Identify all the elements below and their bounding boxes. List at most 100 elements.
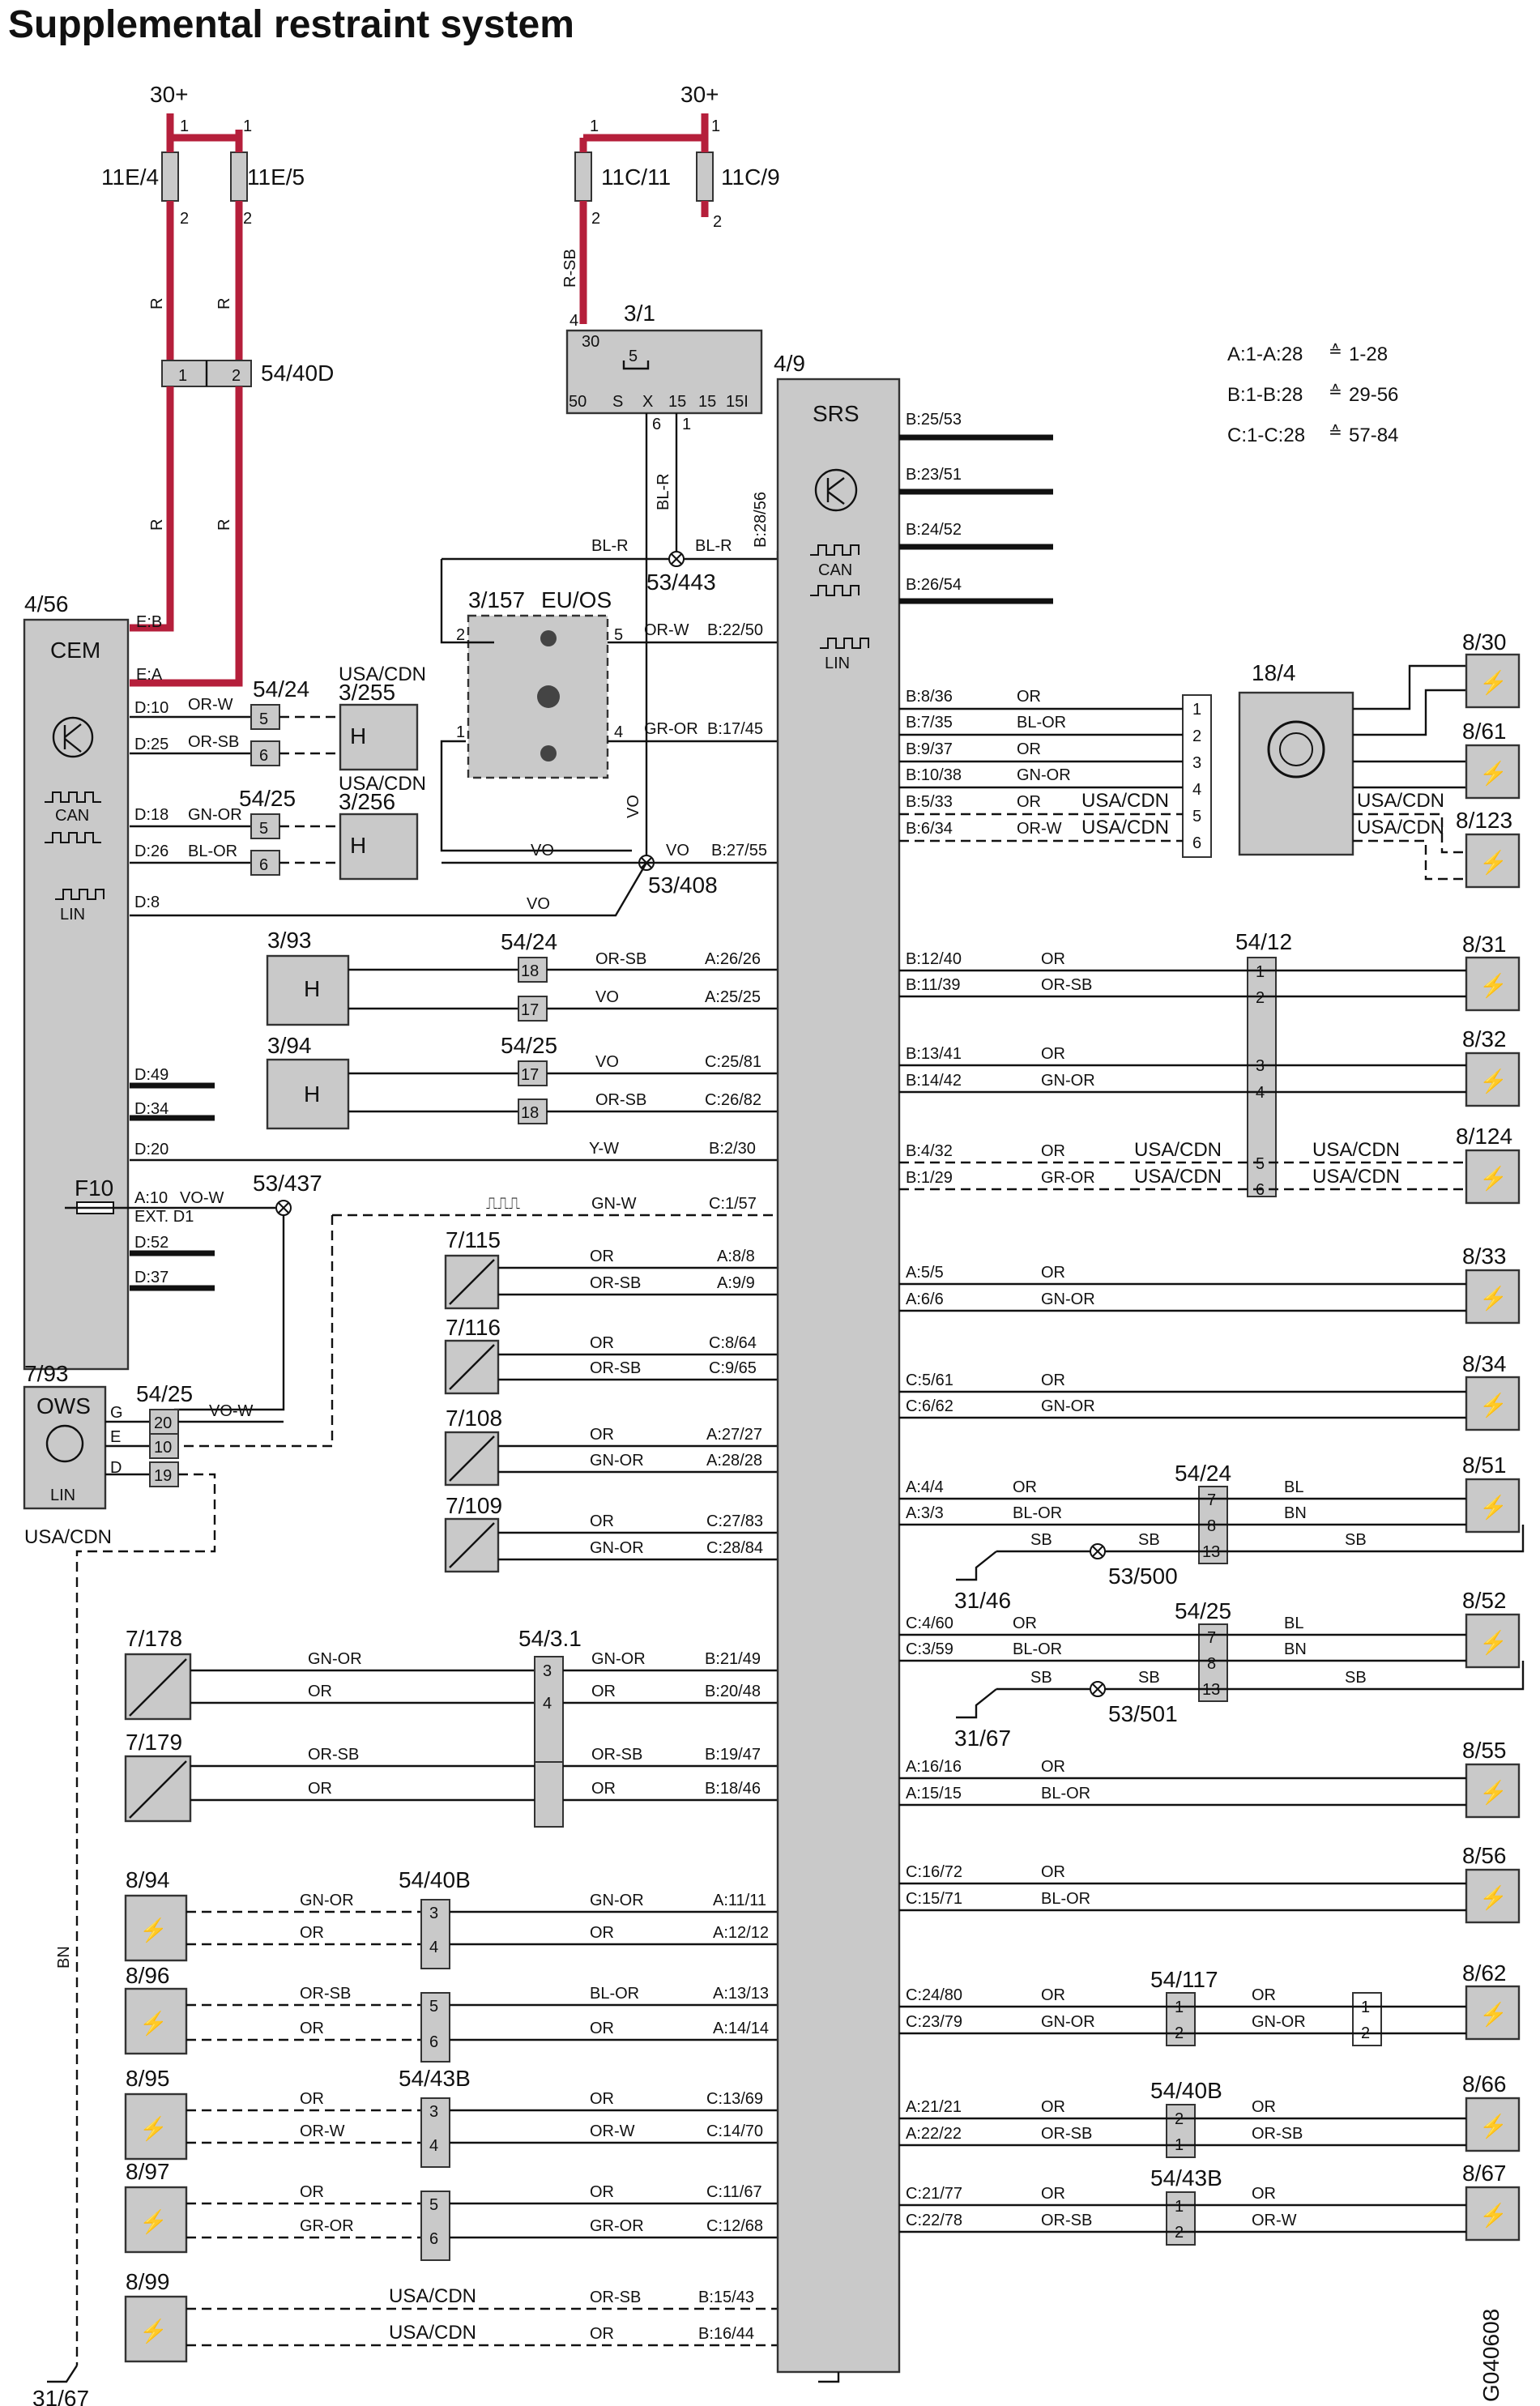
pin-label: B:18/46 (705, 1780, 761, 1798)
wire-color: Y-W (589, 1140, 619, 1158)
svg-text:6: 6 (259, 856, 268, 874)
connector-label: 54/25 (239, 786, 296, 811)
wire-color: OR (300, 1924, 324, 1942)
splice-label: 53/408 (648, 872, 718, 898)
ground-label: 31/67 (954, 1726, 1011, 1751)
pin-label: 50 (569, 393, 587, 411)
wire-color: VO (531, 842, 554, 860)
svg-text:≙: ≙ (1329, 343, 1342, 360)
wire-color: VO-W (180, 1189, 224, 1207)
svg-text:5: 5 (1256, 1155, 1265, 1173)
module-name: CEM (50, 638, 100, 663)
pin-label: 30 (582, 333, 599, 351)
device-id: 7/109 (446, 1493, 502, 1518)
device-id: 7/178 (126, 1626, 182, 1651)
connector-label: 54/40B (1150, 2078, 1222, 2103)
svg-text:5: 5 (1192, 808, 1201, 825)
svg-text:1: 1 (1175, 2198, 1184, 2216)
connector-label: 54/24 (253, 676, 309, 702)
pin-label: A:11/11 (713, 1892, 766, 1909)
device-8-33: 8/33⚡ (1462, 1244, 1521, 1325)
legend-range: 1-28 (1349, 343, 1388, 365)
wire-color: GN-OR (591, 1650, 646, 1668)
wire-color: OR-W (1252, 2212, 1297, 2229)
device-8-62: 8/62⚡ (1462, 1960, 1521, 2041)
wire-color: BL-OR (590, 1985, 639, 2003)
wire-color: GN-OR (590, 1452, 644, 1470)
wire-color: GR-OR (300, 2217, 354, 2235)
connector-label: 54/25 (501, 1033, 557, 1058)
market-label: EU/OS (541, 587, 612, 612)
market-label: USA/CDN (389, 2322, 476, 2344)
wire-color: BL-OR (1041, 1890, 1090, 1908)
wire-color: BL (1284, 1615, 1303, 1632)
device-id: 3/256 (339, 789, 395, 814)
figure-id: G040608 (1478, 2309, 1504, 2402)
wire-color: OR (591, 1683, 616, 1700)
module-id: 7/93 (24, 1361, 69, 1386)
wire-color: OR-SB (1041, 2125, 1092, 2143)
group-8-66: 54/40B 21 A:21/21 A:22/22 OR OR-SB OR OR… (899, 2078, 1466, 2158)
legend-label: B:1-B:28 (1227, 384, 1303, 406)
svg-text:5: 5 (614, 626, 623, 644)
pin-label: 1 (178, 367, 187, 385)
wire-color: SB (1030, 1669, 1052, 1687)
ohm-marker: H (350, 833, 366, 858)
wire-color: OR-SB (1041, 976, 1092, 994)
pin-label: B:14/42 (906, 1072, 962, 1090)
pin-label: 4 (570, 312, 578, 330)
left-airbags: 8/94 ⚡ GN-OR OR 34 54/40B GN-OR OR A:11/… (124, 1867, 778, 2363)
svg-text:⚡: ⚡ (1479, 760, 1508, 787)
device-id: 8/94 (126, 1867, 170, 1892)
device-8-67: 8/67⚡ (1462, 2161, 1521, 2242)
wire-color: OR-SB (590, 2289, 641, 2306)
ground-label: 31/46 (954, 1588, 1011, 1613)
power-supply-left: 30+ 11E/4 11E/5 1 1 2 2 R R 1 2 54/40D R… (101, 82, 334, 687)
pin-label: B:6/34 (906, 820, 953, 838)
svg-text:6: 6 (429, 2230, 438, 2248)
svg-text:20: 20 (154, 1414, 172, 1432)
module-name: SRS (813, 401, 860, 426)
occupant-sensor: 3/157 EU/OS 2 1 5 4 OR-W GR-OR B:22/50 B… (440, 587, 778, 852)
device-id: 7/179 (126, 1730, 182, 1755)
pin-label: G (110, 1404, 123, 1422)
wire-color: GN-OR (300, 1892, 354, 1909)
pin-label: B:23/51 (906, 466, 962, 484)
device-id: 8/66 (1462, 2071, 1507, 2097)
wire-color: GN-OR (1017, 766, 1071, 784)
module-id: 4/9 (774, 351, 805, 376)
wire-color: OR (590, 1512, 614, 1530)
pin-label: A:14/14 (713, 2020, 769, 2037)
wire-color: GN-OR (1041, 1072, 1095, 1090)
pin-label: B:11/39 (906, 976, 960, 994)
svg-text:⚡: ⚡ (1479, 1068, 1508, 1094)
pin-label: B:5/33 (906, 793, 953, 811)
module-id: 4/56 (24, 591, 69, 616)
wire-color: OR (1041, 950, 1065, 968)
device-id: 8/51 (1462, 1453, 1507, 1478)
device-8-51: 8/51⚡ (1462, 1453, 1521, 1534)
svg-text:⚡: ⚡ (139, 1917, 168, 1943)
wire-color: OR-SB (1041, 2212, 1092, 2229)
wire-color: OR (1041, 1863, 1065, 1881)
device-id: 8/67 (1462, 2161, 1507, 2186)
svg-text:8: 8 (1207, 1517, 1216, 1535)
wire-color: OR (590, 2183, 614, 2201)
market-label: USA/CDN (24, 1526, 112, 1548)
wire-color: OR (1252, 1986, 1276, 2004)
splice-label: 53/500 (1108, 1563, 1178, 1589)
device-id: 8/55 (1462, 1738, 1507, 1763)
wire-color: GN-OR (188, 806, 242, 824)
ext-label: EXT. D1 (134, 1208, 194, 1226)
device-id: 8/30 (1462, 629, 1507, 655)
wire-color: GN-OR (308, 1650, 362, 1668)
srs-box (776, 378, 901, 2374)
svg-text:18: 18 (521, 962, 539, 980)
device-id: 8/33 (1462, 1244, 1507, 1269)
can-label: CAN (55, 807, 89, 825)
fuse-11c9 (696, 151, 714, 202)
pin-label: C:9/65 (709, 1359, 757, 1377)
wire-color: OR-SB (188, 733, 239, 751)
svg-text:4: 4 (429, 2137, 438, 2155)
svg-text:3: 3 (429, 1905, 438, 1922)
